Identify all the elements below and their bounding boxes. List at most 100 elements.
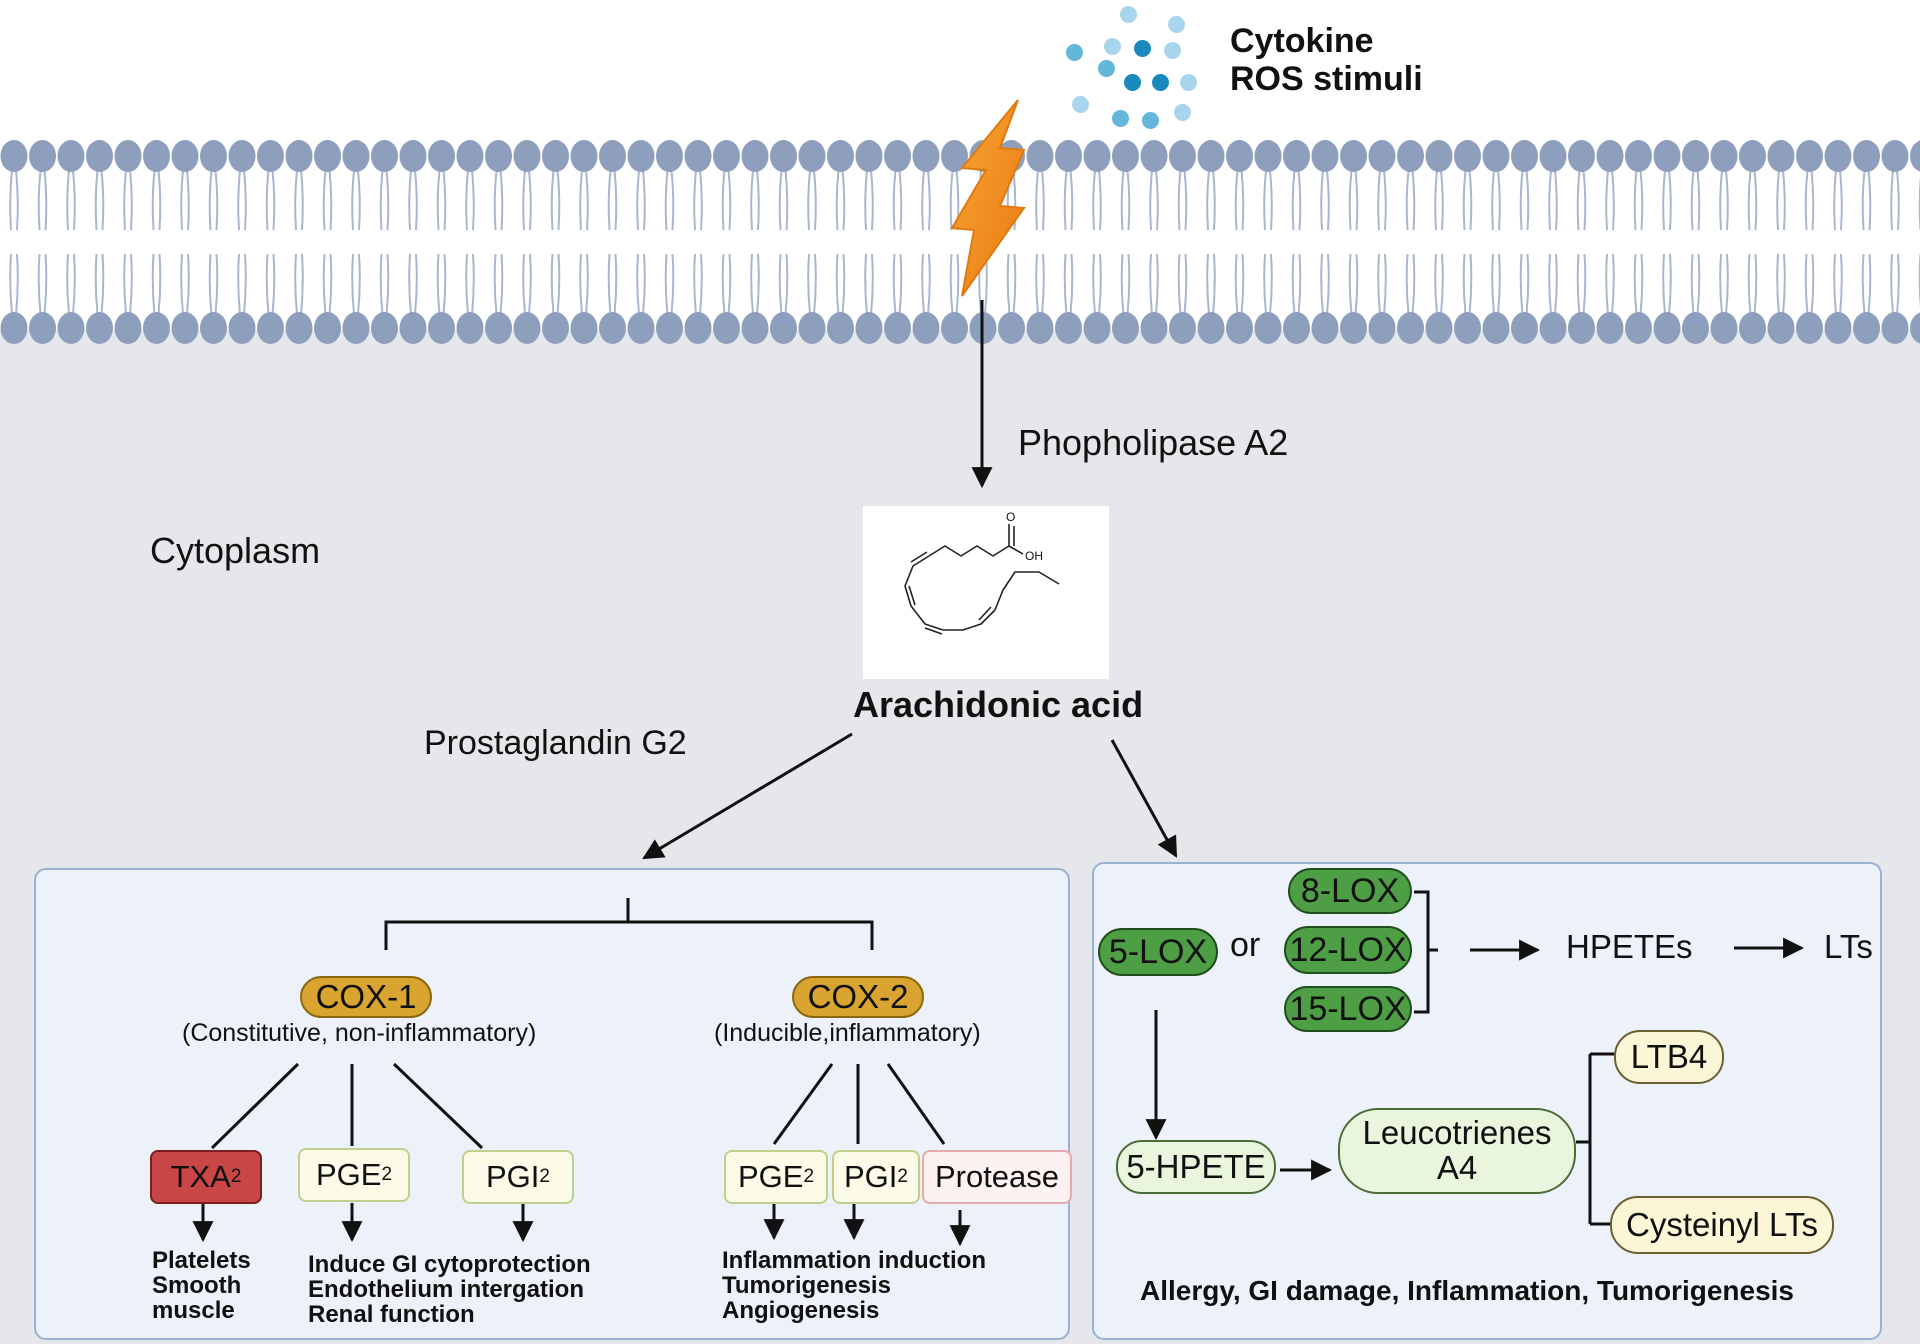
lipid-tail (442, 253, 447, 315)
lipid-head (1710, 140, 1738, 172)
lox-outcomes: Allergy, GI damage, Inflammation, Tumori… (1140, 1275, 1794, 1306)
lipid-tail (1263, 253, 1267, 315)
lipid-tail (1411, 253, 1416, 315)
lipid-tail (1833, 253, 1837, 315)
lipid-tail (1098, 253, 1102, 315)
lipid-tail (351, 253, 355, 315)
lipid-tail (436, 253, 441, 315)
cysteinyl-lts-box: Cysteinyl LTs (1610, 1196, 1834, 1254)
lipid-tail (1177, 253, 1182, 315)
lipid-tail (1434, 253, 1438, 315)
lipid-tail (1326, 169, 1330, 231)
lipid-head (1653, 140, 1681, 172)
lipid-tail (1782, 253, 1786, 315)
lipid-tail (1554, 169, 1558, 231)
lipid-tail (1525, 169, 1530, 231)
lipid-tail (642, 169, 646, 231)
lipid-head (428, 312, 455, 344)
lipid-tail (1434, 169, 1438, 231)
lipid-tail (1576, 169, 1581, 231)
lipid-tail (9, 253, 13, 315)
lipid-tail (1696, 169, 1701, 231)
lipid-tail (1177, 169, 1182, 231)
lipid-head (371, 312, 398, 344)
hpetes-label: HPETEs (1566, 928, 1693, 965)
lipid-tail (1462, 169, 1467, 231)
lipid-tail (1291, 253, 1296, 315)
cox2-enzyme: COX-2 (792, 976, 924, 1018)
lipid-tail (1234, 169, 1239, 231)
cytokine-dots-icon (1050, 0, 1230, 130)
pla2-label: Phopholipase A2 (1018, 422, 1289, 463)
lipid-tail (66, 253, 70, 315)
lipid-tail (1269, 169, 1273, 231)
lipid-tail (1035, 169, 1039, 231)
lipid-head (741, 140, 769, 172)
lipid-tail (94, 169, 99, 231)
txa2-label: TXA (170, 1159, 231, 1194)
lipid-tail (1405, 169, 1410, 231)
lipid-tail (1867, 253, 1872, 315)
lipid-tail (15, 169, 19, 231)
lipid-tail (1497, 169, 1501, 231)
lipid-tail (157, 253, 162, 315)
lipid-head (0, 140, 28, 172)
5-hpete-box: 5-HPETE (1116, 1140, 1276, 1194)
lipid-tail (408, 253, 412, 315)
lipid-tail (642, 253, 646, 315)
lipid-tail (328, 253, 333, 315)
lipid-head (627, 140, 655, 172)
lipid-head (485, 312, 512, 344)
lipid-head (1682, 140, 1709, 172)
lipid-head (228, 312, 256, 344)
lipid-tail (1719, 169, 1723, 231)
lipid-head (1283, 140, 1310, 172)
lipid-head (827, 312, 854, 344)
lipid-tail (522, 169, 526, 231)
lipid-head (627, 312, 655, 344)
lipid-tail (1297, 253, 1302, 315)
lipid-head (1625, 140, 1652, 172)
cox2-to-protease (886, 1063, 946, 1145)
lipid-tail (522, 253, 526, 315)
lipid-head (1140, 312, 1168, 344)
lipid-tail (1269, 253, 1273, 315)
lipid-tail (921, 253, 925, 315)
lipid-head (1910, 140, 1920, 172)
lipid-tail (208, 169, 213, 231)
lox-bracket (1414, 890, 1438, 1014)
lipid-tail (43, 253, 48, 315)
lipid-head (0, 312, 28, 344)
lipid-tail (1126, 253, 1131, 315)
lipid-tail (1605, 169, 1609, 231)
lipid-tail (1468, 169, 1473, 231)
lipid-tail (1297, 169, 1302, 231)
or-word: or (1230, 926, 1261, 964)
cox2-pge2-subscript: 2 (803, 1166, 815, 1187)
lipid-tail (1611, 169, 1615, 231)
lipid-head (1083, 140, 1111, 172)
lipid-head (1682, 312, 1709, 344)
lipid-tail (471, 253, 475, 315)
lipid-head (1482, 140, 1510, 172)
lipid-tail (864, 253, 868, 315)
lipid-tail (1348, 169, 1353, 231)
lipid-tail (1155, 169, 1159, 231)
cell-membrane (0, 140, 1920, 344)
lipid-tail (1804, 253, 1809, 315)
lipid-tail (1839, 169, 1843, 231)
lipid-tail (1069, 169, 1074, 231)
lipid-tail (1725, 169, 1729, 231)
lipid-tail (414, 253, 418, 315)
lipid-tail (1639, 253, 1644, 315)
lipid-head (912, 140, 940, 172)
cox2-effect-1: Inflammation induction (722, 1247, 986, 1274)
cytokine-particle (1066, 44, 1083, 61)
lipid-tail (1240, 169, 1245, 231)
lipid-tail (1605, 253, 1609, 315)
lipid-tail (1548, 169, 1552, 231)
lipid-head (599, 312, 626, 344)
lipid-tail (841, 169, 846, 231)
lipid-tail (1690, 253, 1695, 315)
